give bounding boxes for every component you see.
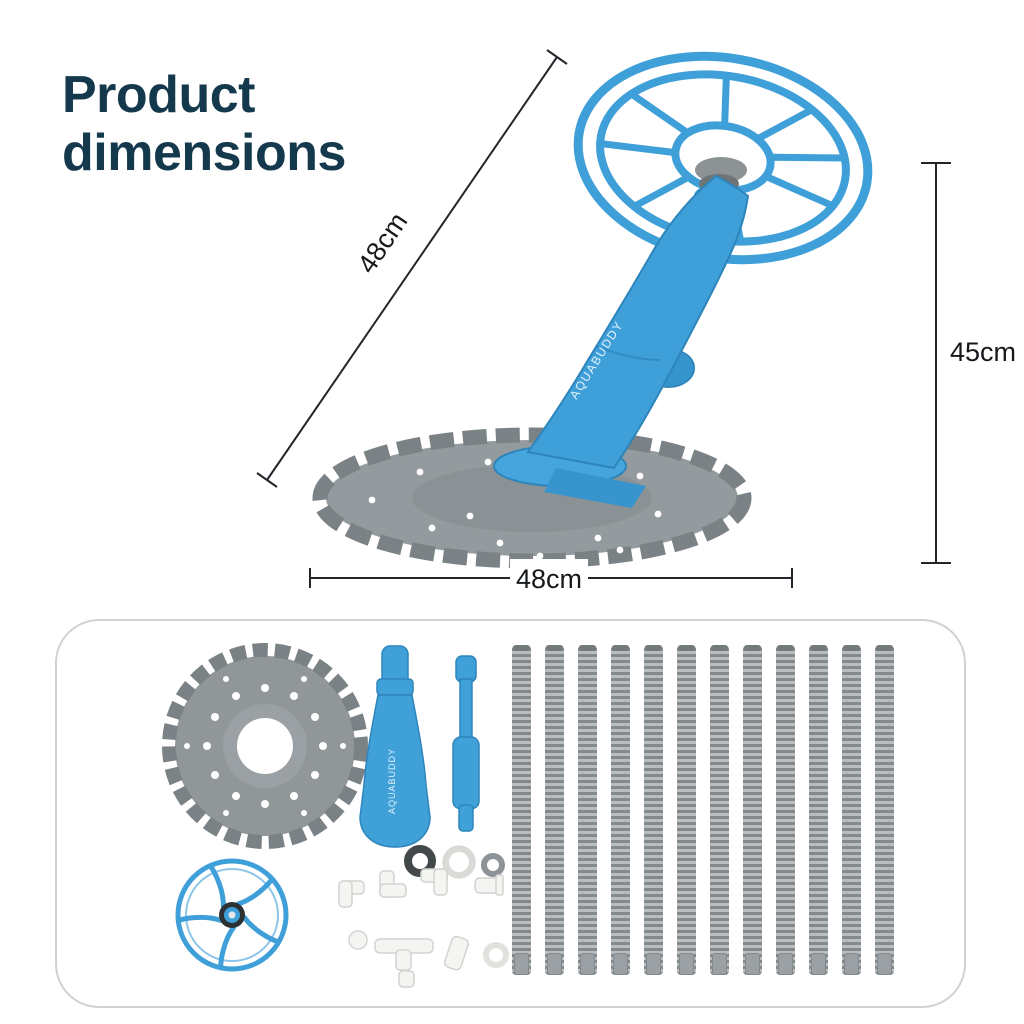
parts-illustration: AQUABUDDY bbox=[162, 643, 509, 988]
cleaner-body: AQUABUDDY bbox=[526, 174, 750, 470]
hose bbox=[710, 645, 729, 975]
connector-fitting bbox=[443, 935, 469, 971]
dimension-line-vertical bbox=[921, 162, 951, 564]
dimension-label-horizontal: 48cm bbox=[516, 564, 582, 594]
hose bbox=[644, 645, 663, 975]
hose bbox=[743, 645, 762, 975]
hose bbox=[578, 645, 597, 975]
hose bbox=[842, 645, 861, 975]
hose bbox=[611, 645, 630, 975]
dimension-label-diagonal: 48cm bbox=[352, 207, 414, 279]
hose bbox=[512, 645, 531, 975]
label-backing bbox=[510, 559, 588, 597]
float-ball bbox=[348, 930, 368, 950]
hose bbox=[875, 645, 894, 975]
page-title: Product dimensions bbox=[62, 66, 346, 182]
cleaner-foot bbox=[544, 468, 646, 508]
dimension-line-diagonal bbox=[256, 49, 568, 488]
white-ring bbox=[483, 942, 509, 968]
product-dimensions-illustration: AQUABUDDY 48cm 45cm 48cm bbox=[256, 49, 1017, 597]
hose bbox=[545, 645, 564, 975]
hose bbox=[677, 645, 696, 975]
spare-body-brand: AQUABUDDY bbox=[387, 748, 397, 814]
spare-body bbox=[359, 645, 431, 848]
white-fittings bbox=[338, 868, 509, 988]
hose bbox=[776, 645, 795, 975]
spare-wheel-rim bbox=[175, 858, 289, 972]
spare-disc-holes bbox=[184, 676, 346, 816]
spare-disc bbox=[162, 643, 368, 849]
title-line-1: Product bbox=[62, 66, 255, 124]
connector-fitting bbox=[398, 970, 415, 988]
rim-spokes bbox=[175, 863, 282, 971]
spare-nozzle bbox=[452, 655, 480, 832]
hose-row bbox=[512, 645, 894, 975]
title-line-2: dimensions bbox=[62, 124, 346, 183]
dimension-label-vertical: 45cm bbox=[950, 337, 1016, 367]
hose bbox=[809, 645, 828, 975]
gasket-rings bbox=[404, 845, 505, 879]
